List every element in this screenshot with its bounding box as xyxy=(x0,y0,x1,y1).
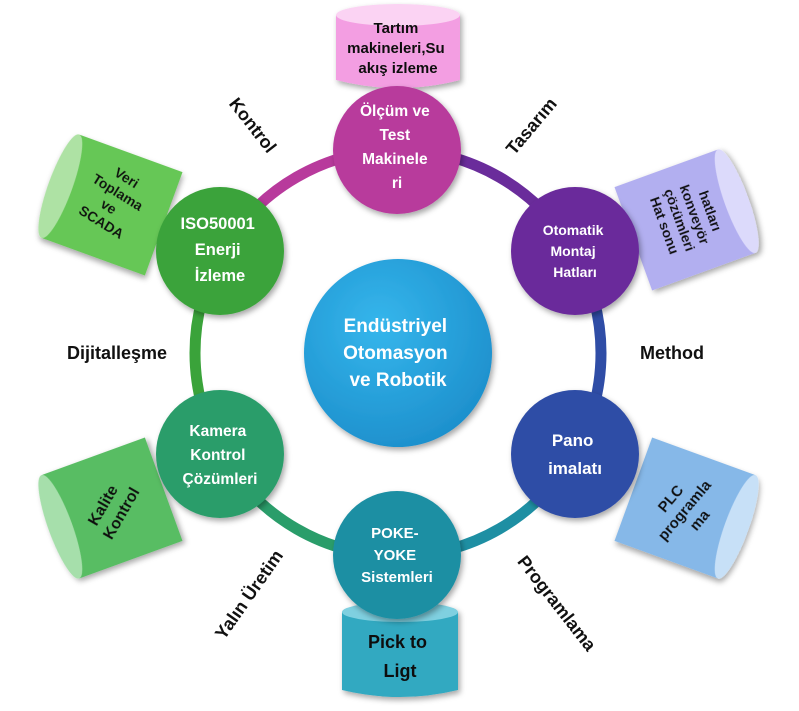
svg-text:Ölçüm ve Test: Ölçüm ve Test Makinele ri xyxy=(360,103,434,192)
center-line: ve Robotik xyxy=(349,370,447,391)
node-line: Hatları xyxy=(553,264,597,280)
label-programlama: Programlama xyxy=(513,552,600,656)
node-montaj: Otomatik Montaj Hatları xyxy=(511,187,639,315)
svg-text:Kamera Kontrol: Kamera Kontrol Çözümleri xyxy=(183,423,258,488)
svg-text:Tartım makineleri,Su: Tartım makineleri,Su akış izleme xyxy=(347,20,449,77)
node-poka: POKE- YOKE Sistemleri xyxy=(333,491,461,619)
cylinder-group: Tartım makineleri,Su akış izleme Hat son… xyxy=(38,4,759,697)
cylinder-hatsonu: Hat sonu çözümleri konveyör hatları xyxy=(614,149,759,291)
label-kontrol: Kontrol xyxy=(225,94,280,157)
svg-text:Pano imalatı: Pano imalatı xyxy=(548,431,602,478)
center-line: Otomasyon xyxy=(343,343,448,364)
svg-text:POKE- YOKE: POKE- YOKE Sistemleri xyxy=(361,525,433,586)
svg-text:Otomatik Montaj: Otomatik Montaj Hatları xyxy=(543,222,608,280)
cylinder-text-line: Pick to xyxy=(368,632,427,652)
label-dijitallesme: Dijitalleşme xyxy=(67,343,167,363)
node-line: Pano xyxy=(552,431,594,450)
node-pano: Pano imalatı xyxy=(511,390,639,518)
cylinder-kalite: Kalite Kontrol xyxy=(38,437,183,579)
node-line: Otomatik xyxy=(543,222,604,238)
node-line: ri xyxy=(392,175,402,192)
cylinder-plc: PLC programla ma xyxy=(614,437,759,579)
node-line: Montaj xyxy=(551,243,596,259)
cylinder-text-line: makineleri,Su xyxy=(347,40,445,57)
node-line: Test xyxy=(379,127,410,144)
node-olcum: Ölçüm ve Test Makinele ri xyxy=(333,86,461,214)
cylinder-veri: Veri Toplama ve SCADA xyxy=(38,134,183,276)
node-line: Kamera xyxy=(189,423,246,440)
node-iso: ISO50001 Enerji İzleme xyxy=(156,187,284,315)
svg-text:Endüstriyel Otomasyon: Endüstriyel Otomasyon ve Robotik xyxy=(343,316,453,391)
svg-text:Pick to Ligt: Pick to Ligt xyxy=(368,632,432,681)
node-line: İzleme xyxy=(195,267,245,285)
label-method: Method xyxy=(640,343,704,363)
cylinder-text-line: Ligt xyxy=(384,661,417,681)
center-line: Endüstriyel xyxy=(344,316,447,337)
node-line: POKE- xyxy=(371,525,419,542)
node-kamera: Kamera Kontrol Çözümleri xyxy=(156,390,284,518)
cylinder-text-line: Tartım xyxy=(374,20,419,37)
center-node: Endüstriyel Otomasyon ve Robotik xyxy=(304,259,492,447)
node-line: Çözümleri xyxy=(183,471,258,488)
node-line: ISO50001 xyxy=(181,215,255,233)
node-line: Kontrol xyxy=(190,447,245,464)
node-line: Sistemleri xyxy=(361,569,433,586)
node-line: Enerji xyxy=(195,241,241,259)
cylinder-text-line: akış izleme xyxy=(358,60,437,77)
label-yalin-uretim: Yalın Üretim xyxy=(211,546,287,643)
svg-text:ISO50001 Enerji: ISO50001 Enerji İzleme xyxy=(181,215,260,285)
node-line: Ölçüm ve xyxy=(360,103,430,120)
outer-nodes: Ölçüm ve Test Makinele ri Otomatik Monta… xyxy=(156,86,639,619)
label-tasarim: Tasarım xyxy=(502,94,561,159)
node-line: YOKE xyxy=(374,547,417,564)
cylinder-tartim: Tartım makineleri,Su akış izleme xyxy=(336,4,460,88)
node-line: imalatı xyxy=(548,459,602,478)
node-line: Makinele xyxy=(362,151,428,168)
